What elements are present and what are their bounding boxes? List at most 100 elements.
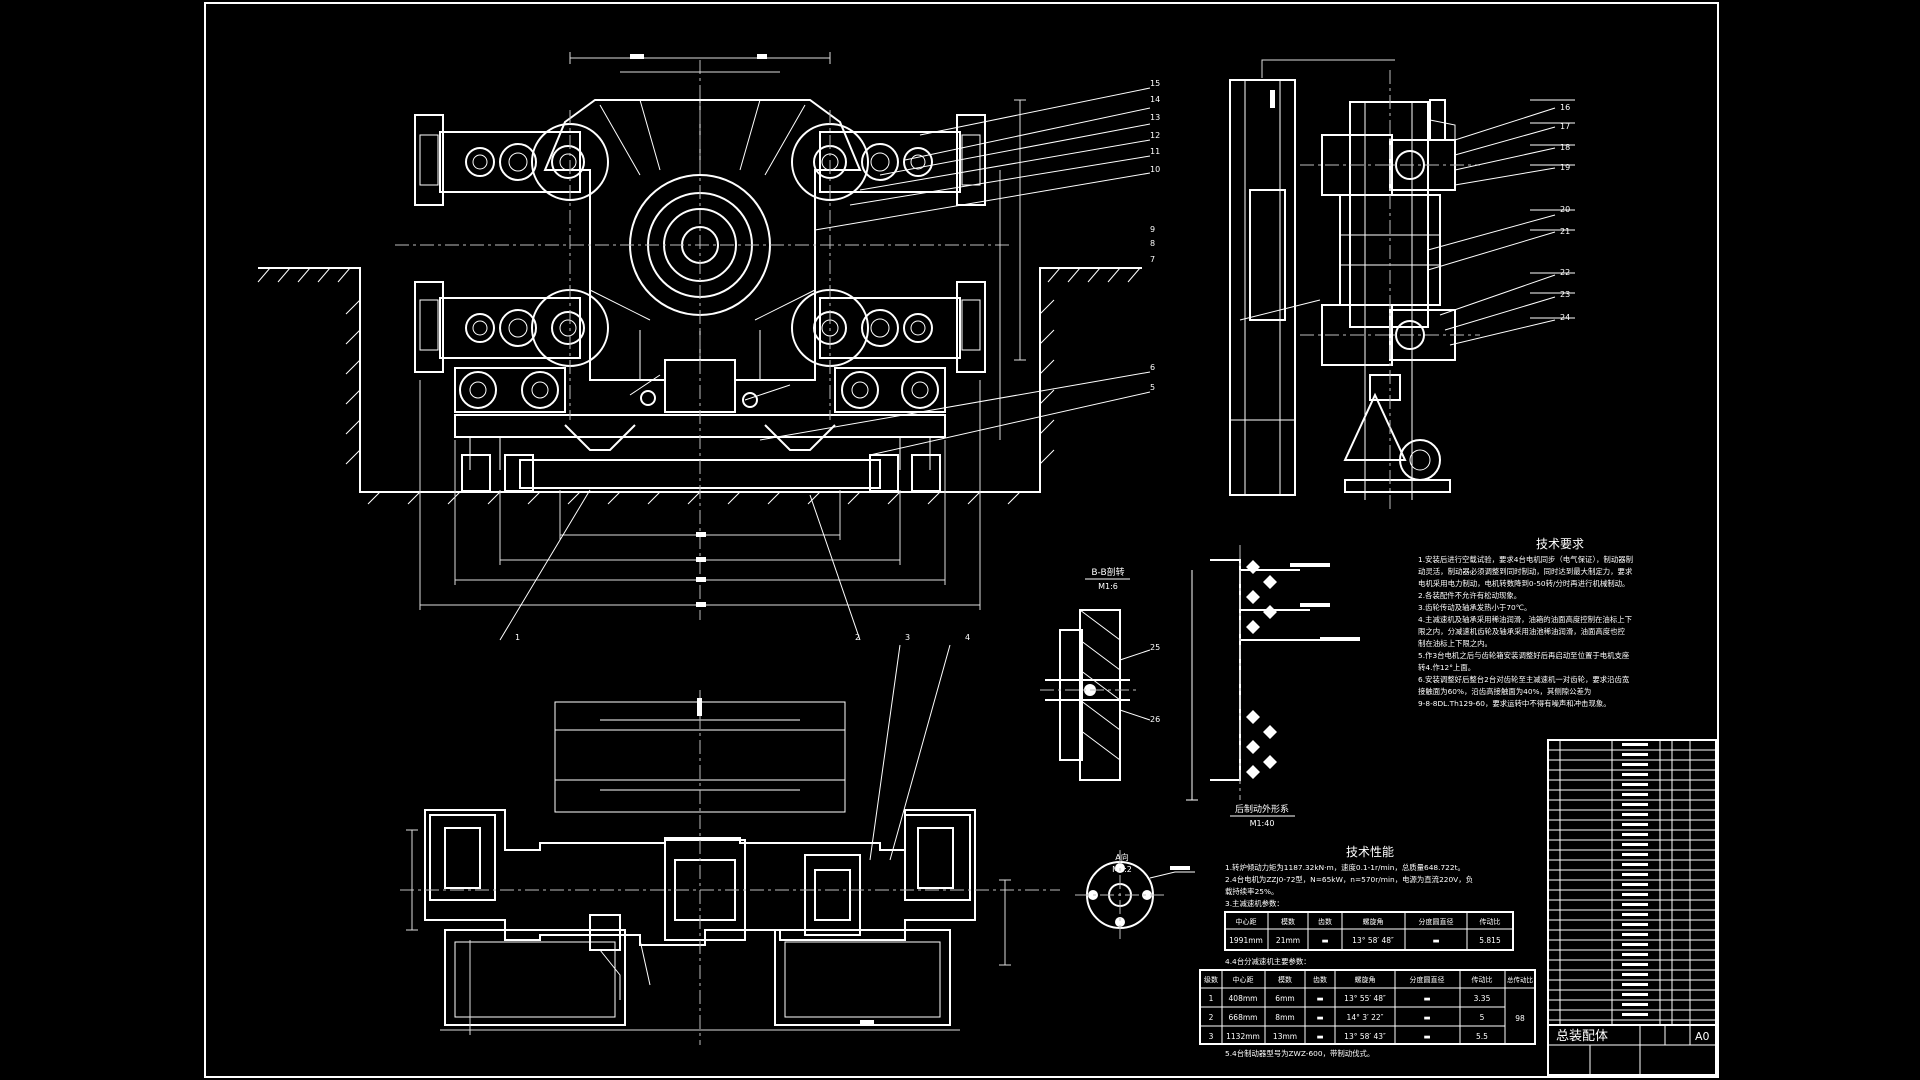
part-number: 21 — [1560, 227, 1570, 236]
sheet-size: A0 — [1695, 1030, 1710, 1043]
parts-list-entry-mark — [1622, 763, 1648, 766]
table-header: 总传动比 — [1507, 975, 1534, 984]
parts-list-entry-mark — [1622, 863, 1648, 866]
parts-list-entry-mark — [1622, 783, 1648, 786]
brake-detail-label: 后制动外形系 — [1235, 803, 1289, 815]
table-cell: 3.35 — [1474, 994, 1491, 1003]
parts-list-entry-mark — [1622, 1013, 1648, 1016]
table-cell: 14° 3′ 22″ — [1347, 1013, 1384, 1022]
parts-list-entry-mark — [1622, 973, 1648, 976]
tech-requirement-line: 6.安装调整好后整台2台对齿轮至主减速机一对齿轮，要求沿齿宽 — [1418, 675, 1630, 684]
tech-performance-line: 1.转炉倾动力矩为1187.32kN·m，速度0.1-1r/min，总质量648… — [1225, 863, 1465, 872]
parts-list-entry-mark — [1622, 803, 1648, 806]
sub-reducer-table: 级数 中心距 模数 齿数 螺旋角 分度圆直径 传动比 总传动比 1 408mm … — [1199, 969, 1536, 1045]
technical-requirements: 技术要求 1.安装后进行空载试验，要求4台电机同步（电气保证），制动器制 动灵活… — [1418, 537, 1633, 708]
table-cell: 8mm — [1275, 1013, 1294, 1022]
table-cell: 1991mm — [1229, 936, 1263, 945]
parts-list-entry-mark — [1622, 953, 1648, 956]
parts-list-entry-mark — [1622, 823, 1648, 826]
part-number: 13 — [1150, 113, 1160, 122]
table-cell: 5.815 — [1479, 936, 1501, 945]
parts-list-entry-mark — [1622, 943, 1648, 946]
table-header: 中心距 — [1233, 975, 1254, 984]
part-number: 10 — [1150, 165, 1160, 174]
table-header: 螺旋角 — [1363, 917, 1384, 926]
table-cell: 3 — [1209, 1032, 1214, 1041]
table-header: 模数 — [1281, 917, 1295, 926]
table-cell: ▬ — [1423, 994, 1430, 1003]
table-cell: 2 — [1209, 1013, 1214, 1022]
table-cell: ▬ — [1316, 994, 1323, 1003]
tech-requirement-line: 2.各装配件不允许有松动现象。 — [1418, 591, 1521, 600]
table-header: 齿数 — [1313, 975, 1327, 984]
table-header: 传动比 — [1480, 917, 1501, 926]
parts-list-entry-mark — [1622, 793, 1648, 796]
parts-list-entry-mark — [1622, 903, 1648, 906]
part-number: 16 — [1560, 103, 1570, 112]
part-number: 17 — [1560, 122, 1570, 131]
front-view — [257, 52, 1151, 861]
part-number: 26 — [1150, 715, 1160, 724]
parts-list — [1547, 739, 1717, 1026]
table-cell: 1132mm — [1226, 1032, 1260, 1041]
parts-list-entry-mark — [1622, 813, 1648, 816]
view-a — [1075, 850, 1195, 940]
table-header: 齿数 — [1318, 917, 1332, 926]
tech-performance-footnote: 5.4台制动器型号为ZWZ-600，带制动伐式。 — [1225, 1049, 1374, 1058]
part-number: 1 — [515, 633, 520, 642]
part-number: 7 — [1150, 255, 1155, 264]
table-cell: 13° 58′ 43″ — [1344, 1032, 1386, 1041]
total-ratio-cell: 98 — [1515, 1014, 1525, 1023]
table-header: 分度圆直径 — [1410, 975, 1445, 984]
tech-requirement-line: 5.作3台电机之后与齿轮箱安装调整好后再启动至位置于电机支座 — [1418, 651, 1630, 660]
tech-performance-line: 2.4台电机为ZZJ0-72型，N=65kW，n=570r/min，电源为直流2… — [1225, 875, 1473, 884]
tech-requirement-line: 接触面为60%，沿齿高接触面为40%，其侧隙公差为 — [1418, 687, 1591, 696]
view-labels: B-B剖转 M1:6 后制动外形系 M1:40 A向 M1:2 — [1085, 566, 1295, 874]
parts-list-entry-mark — [1622, 993, 1648, 996]
section-bb-label: B-B剖转 — [1091, 566, 1124, 578]
part-number: 15 — [1150, 79, 1160, 88]
part-number: 25 — [1150, 643, 1160, 652]
parts-list-entry-mark — [1622, 853, 1648, 856]
section-bb-view — [1040, 609, 1151, 781]
tech-requirement-line: 动灵活，制动器必须调整到同时制动，同时达到最大制定力，要求 — [1418, 567, 1633, 576]
part-number: 6 — [1150, 363, 1155, 372]
parts-list-entry-mark — [1622, 873, 1648, 876]
tech-requirement-line: 1.安装后进行空载试验，要求4台电机同步（电气保证），制动器制 — [1418, 555, 1633, 564]
tech-requirement-line: 限之内，分减速机齿轮及轴承采用油池稀油润滑，油面高度也控 — [1418, 627, 1626, 636]
part-number: 2 — [855, 633, 860, 642]
parts-list-entry-mark — [1622, 833, 1648, 836]
parts-list-entry-mark — [1622, 913, 1648, 916]
tech-requirement-line: 4.主减速机及轴承采用稀油润滑，油箱的油面高度控制在油标上下 — [1418, 615, 1632, 624]
main-reducer-table: 中心距 模数 齿数 螺旋角 分度圆直径 传动比 1991mm 21mm ▬ 13… — [1224, 911, 1514, 951]
table-header: 分度圆直径 — [1419, 917, 1454, 926]
table-cell: 5 — [1480, 1013, 1485, 1022]
brake-detail-view — [1186, 545, 1360, 801]
parts-list-entry-mark — [1622, 933, 1648, 936]
table-cell: ▬ — [1423, 1032, 1430, 1041]
table-cell: 13° 58′ 48″ — [1352, 936, 1394, 945]
parts-list-entry-mark — [1622, 773, 1648, 776]
part-number: 4 — [965, 633, 970, 642]
tech-performance-line: 载持续率25%。 — [1225, 887, 1278, 896]
table-cell: ▬ — [1316, 1013, 1323, 1022]
parts-list-entry-mark — [1622, 743, 1648, 746]
table-header: 螺旋角 — [1355, 975, 1376, 984]
tech-requirement-line: 转4.作12°上面。 — [1418, 663, 1475, 672]
title-block: 总装配体 A0 — [1547, 1024, 1717, 1076]
tech-requirement-line: 9-8-8DL.Th129-60，要求运转中不得有噪声和冲击现象。 — [1418, 699, 1611, 708]
plan-view — [400, 690, 1060, 1045]
parts-list-entry-mark — [1622, 1003, 1648, 1006]
parts-list-entry-mark — [1622, 753, 1648, 756]
table-cell: 13mm — [1273, 1032, 1297, 1041]
view-a-scale: M1:2 — [1112, 865, 1132, 874]
table-header: 模数 — [1278, 975, 1292, 984]
tech-requirement-line: 电机采用电力制动，电机转数降到0-50转/分时再进行机械制动。 — [1418, 579, 1629, 588]
part-number: 20 — [1560, 205, 1570, 214]
table-header: 中心距 — [1236, 917, 1257, 926]
sub-reducer-caption: 4.4台分减速机主要参数： — [1225, 957, 1311, 966]
tech-requirements-title: 技术要求 — [1536, 537, 1584, 551]
sheet-border — [204, 2, 1719, 1078]
part-number: 5 — [1150, 383, 1155, 392]
